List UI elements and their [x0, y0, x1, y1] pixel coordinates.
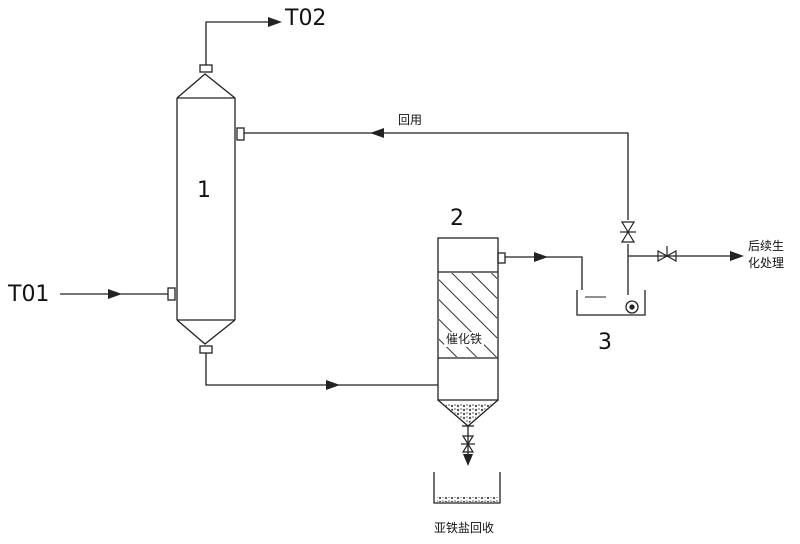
label-biotreatment: 后续生 化处理 [748, 238, 784, 273]
recycle-valve[interactable] [620, 222, 636, 242]
tank-3 [577, 290, 645, 315]
label-t02: T02 [285, 8, 326, 30]
effluent-valve[interactable] [658, 246, 676, 261]
arrow-to-reactor [326, 380, 340, 390]
label-catalytic-bed: 催化铁 [444, 332, 484, 347]
arrow-recycle [370, 128, 384, 138]
arrow-t01 [108, 289, 122, 299]
top-outlet-pipe [206, 22, 270, 65]
arrow-drain [463, 454, 473, 466]
label-unit-2: 2 [450, 208, 464, 230]
label-ferrous-recovery: 亚铁盐回收 [434, 522, 494, 534]
recycle-pipe [244, 133, 628, 220]
arrow-to-tank [534, 252, 548, 262]
label-recycle: 回用 [398, 114, 422, 126]
label-t01: T01 [8, 284, 49, 306]
column-1 [168, 65, 244, 353]
label-unit-3: 3 [598, 332, 612, 354]
arrow-biotreatment [730, 251, 744, 261]
arrow-t02 [268, 17, 282, 27]
column-bottom-pipe [206, 353, 438, 385]
label-unit-1: 1 [197, 180, 211, 202]
reactor-outlet-pipe [505, 257, 582, 290]
